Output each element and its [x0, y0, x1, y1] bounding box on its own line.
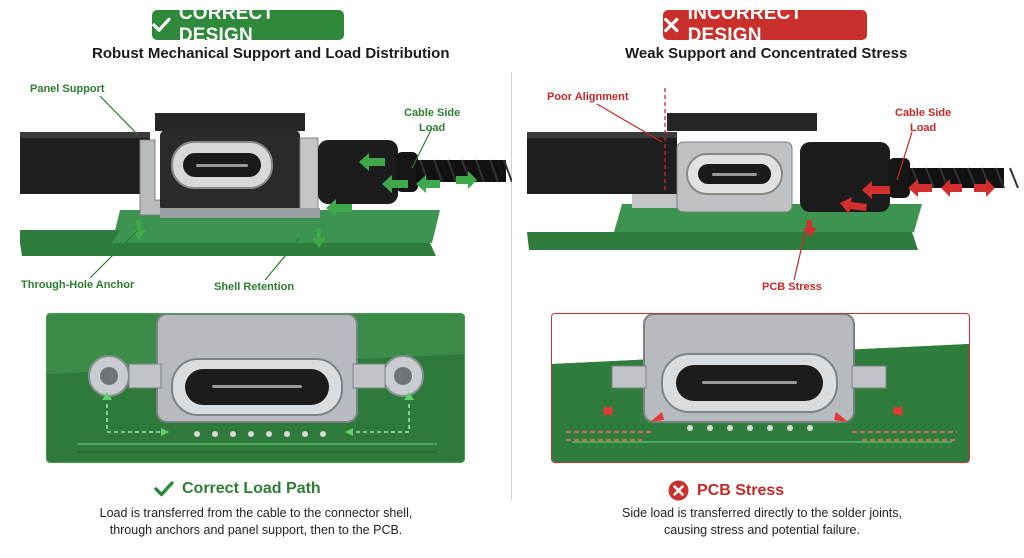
pcb-stress-callout: PCB Stress [762, 281, 822, 293]
incorrect-closeup-image [551, 313, 970, 463]
x-circle-icon [668, 480, 689, 501]
check-icon [152, 17, 171, 32]
cable-side-load-callout: Cable Side Load [404, 106, 460, 136]
cable-side-load-right-line2: Load [909, 122, 937, 134]
incorrect-description: Side load is transferred directly to the… [552, 505, 972, 539]
correct-description-line2: through anchors and panel support, then … [109, 523, 403, 537]
correct-description-line1: Load is transferred from the cable to th… [99, 506, 413, 520]
shell-retention-callout: Shell Retention [214, 281, 295, 293]
incorrect-description-line1: Side load is transferred directly to the… [622, 506, 902, 520]
cable-side-load-line1: Cable Side [404, 107, 461, 119]
incorrect-cross-section-illustration [527, 88, 1019, 280]
correct-description: Load is transferred from the cable to th… [46, 505, 466, 539]
incorrect-design-badge: INCORRECT DESIGN [663, 3, 867, 46]
center-divider [511, 72, 512, 500]
correct-load-path-label: Correct Load Path [182, 480, 321, 497]
correct-load-path-title: Correct Load Path [154, 480, 321, 498]
cable-side-load-callout-right: Cable Side Load [895, 106, 951, 136]
poor-alignment-callout: Poor Alignment [547, 91, 629, 103]
correct-cross-section-illustration [20, 95, 512, 280]
correct-closeup-illustration [47, 314, 464, 462]
left-subtitle: Robust Mechanical Support and Load Distr… [92, 45, 450, 62]
pcb-stress-label: PCB Stress [697, 481, 785, 499]
check-icon [154, 481, 174, 497]
incorrect-description-line2: causing stress and potential failure. [664, 523, 860, 537]
cable-side-load-line2: Load [418, 122, 446, 134]
incorrect-closeup-illustration [552, 314, 969, 462]
x-icon [664, 17, 679, 33]
right-subtitle: Weak Support and Concentrated Stress [625, 45, 908, 62]
through-hole-anchor-callout: Through-Hole Anchor [21, 279, 135, 291]
incorrect-design-label: INCORRECT DESIGN [687, 3, 803, 46]
correct-design-label: CORRECT DESIGN [178, 3, 275, 46]
cable-side-load-right-line1: Cable Side [895, 107, 952, 119]
correct-closeup-image [46, 313, 465, 463]
correct-design-badge: CORRECT DESIGN [152, 3, 344, 46]
pcb-stress-title: PCB Stress [668, 480, 784, 501]
panel-support-callout: Panel Support [30, 83, 105, 95]
